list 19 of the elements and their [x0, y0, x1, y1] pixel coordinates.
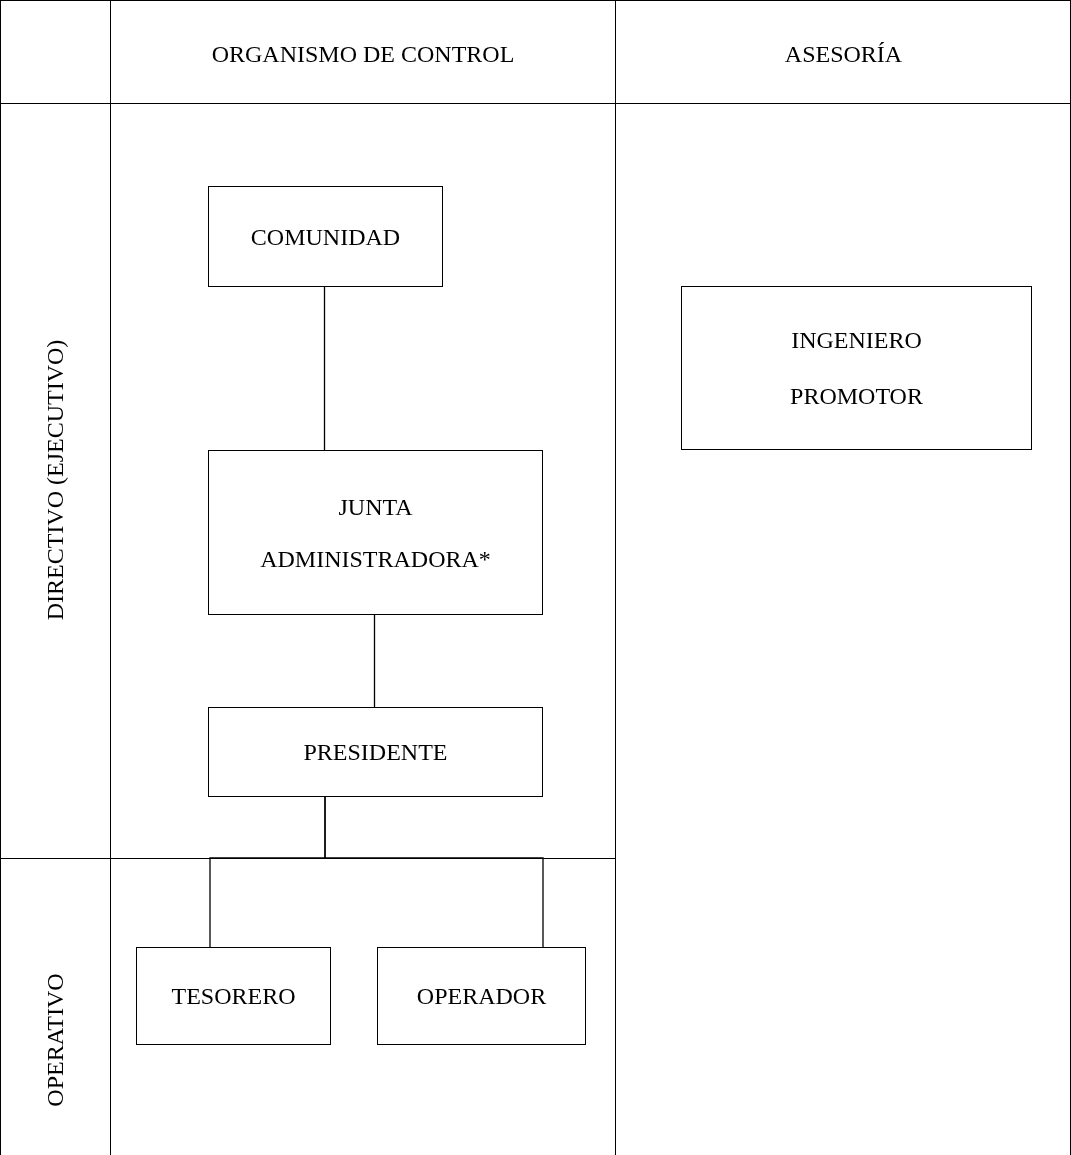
org-box	[377, 947, 586, 1045]
connector-line	[323, 286, 326, 451]
box-label: TESORERO	[171, 982, 296, 1011]
column-header: ORGANISMO DE CONTROL	[210, 40, 516, 69]
box-label: JUNTA ADMINISTRADORA*	[259, 492, 492, 574]
box-label: OPERADOR	[416, 982, 547, 1011]
org-box	[208, 186, 443, 287]
org-box	[681, 286, 1032, 450]
box-label: INGENIERO PROMOTOR	[789, 326, 924, 411]
connector-line	[324, 796, 544, 948]
row-header: OPERATIVO	[41, 973, 69, 1107]
box-label: PRESIDENTE	[303, 738, 448, 767]
org-box	[208, 707, 543, 797]
org-box	[208, 450, 543, 615]
row-header: DIRECTIVO (EJECUTIVO)	[41, 339, 69, 621]
column-header: ASESORÍA	[783, 40, 904, 69]
box-label: COMUNIDAD	[250, 222, 401, 252]
connector-line	[373, 614, 376, 708]
org-box	[136, 947, 331, 1045]
